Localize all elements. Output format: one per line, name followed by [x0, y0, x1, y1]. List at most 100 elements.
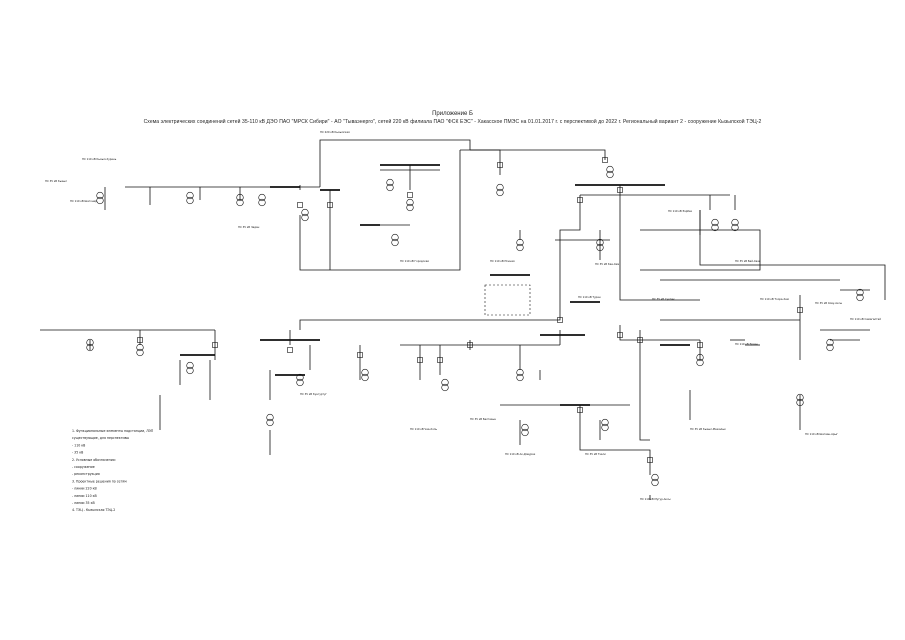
- breaker-9: [417, 357, 423, 363]
- transformer-24: [796, 393, 804, 407]
- line-4: [460, 149, 606, 160]
- line-20: [619, 325, 700, 341]
- breaker-2: [407, 192, 413, 198]
- transformer-26: [856, 288, 864, 302]
- line-3: [299, 150, 461, 271]
- substation-label-20: ПС 35 кВ Тээли: [585, 452, 606, 456]
- breaker-14: [557, 317, 563, 323]
- breaker-0: [297, 202, 303, 208]
- breaker-16: [637, 337, 643, 343]
- legend-line-8: - линии 220 кВ: [72, 487, 97, 491]
- substation-label-6: ПС 110 кВ Южная: [490, 259, 515, 263]
- line-9: [699, 210, 886, 300]
- transformer-2: [236, 193, 244, 207]
- transformer-15: [186, 361, 194, 375]
- breaker-12: [212, 342, 218, 348]
- substation-label-11: ПС 35 кВ Сукпак: [652, 297, 675, 301]
- diagram-title: Схема электрических соединений сетей 35-…: [143, 119, 762, 125]
- breaker-17: [697, 342, 703, 348]
- appendix-label: Приложение Б: [432, 111, 473, 117]
- legend-line-11: 4. ТЭЦ - Кызылская ТЭЦ-2: [72, 508, 115, 512]
- transformer-20: [516, 368, 524, 382]
- substation-label-4: ПС 220 кВ Кызылская: [320, 130, 350, 134]
- substation-label-3: ПС 35 кВ Чадан: [238, 225, 260, 229]
- transformer-22: [601, 418, 609, 432]
- transformer-7: [391, 233, 399, 247]
- substation-label-22: ПС 35 кВ Кызыл-Мажалык: [690, 427, 726, 431]
- transformer-10: [596, 238, 604, 252]
- legend-line-10: - линии 35 кВ: [72, 501, 95, 505]
- substation-label-8: ПС 110 кВ Ээрбек: [668, 209, 693, 213]
- legend-line-1: существующие, для перспективы: [72, 436, 129, 440]
- transformer-1: [186, 191, 194, 205]
- substation-label-0: ПС 110 кВ Кызыл-Хурень: [82, 157, 117, 161]
- transformer-3: [258, 193, 266, 207]
- breaker-13: [137, 337, 143, 343]
- line-2: [319, 139, 471, 187]
- line-11: [559, 195, 581, 300]
- transformer-17: [296, 373, 304, 387]
- transformer-12: [711, 218, 719, 232]
- line-7: [619, 185, 700, 301]
- breaker-10: [357, 352, 363, 358]
- transformer-28: [86, 338, 94, 352]
- breaker-20: [647, 457, 653, 463]
- breaker-18: [797, 307, 803, 313]
- transformer-5: [386, 178, 394, 192]
- breaker-4: [602, 157, 608, 163]
- substation-label-9: ПС 35 кВ Бай-Хаак: [735, 259, 761, 263]
- substation-label-13: ПС 35 кВ Хову-Аксы: [815, 301, 842, 305]
- legend-line-6: - реконструкция: [72, 472, 100, 476]
- legend-line-4: 2. Условные обозначения:: [72, 458, 116, 462]
- transformer-6: [406, 198, 414, 212]
- transformer-14: [136, 343, 144, 357]
- substation-label-21: ПС 110 кВ Мугур-Аксы: [640, 497, 671, 501]
- transformer-4: [301, 208, 309, 222]
- substation-label-1: ПС 35 кВ Кызыл: [45, 179, 67, 183]
- breaker-7: [467, 342, 473, 348]
- line-24: [579, 405, 651, 475]
- breaker-6: [617, 187, 623, 193]
- substation-enclosure: [484, 284, 531, 316]
- substation-label-19: ПС 110 кВ Ак-Довурак: [505, 452, 536, 456]
- transformer-27: [651, 473, 659, 487]
- legend-line-0: 1. Функциональные элементы подстанции, Л…: [72, 429, 154, 433]
- legend-line-5: - сооружение: [72, 465, 95, 469]
- transformer-18: [361, 368, 369, 382]
- breaker-15: [617, 332, 623, 338]
- transformer-25: [826, 338, 834, 352]
- breaker-3: [497, 162, 503, 168]
- line-12: [299, 300, 561, 330]
- substation-label-2: ПС 110 кВ Шагонар: [70, 199, 97, 203]
- legend-line-9: - линии 110 кВ: [72, 494, 97, 498]
- substation-label-23: ПС 110 кВ Шагаан-Арыг: [805, 432, 839, 436]
- legend-line-2: - 110 кВ: [72, 443, 85, 447]
- transformer-16: [266, 413, 274, 427]
- breaker-5: [577, 197, 583, 203]
- legend-line-7: 3. Проектные решения по сетям: [72, 479, 127, 483]
- transformer-13: [731, 218, 739, 232]
- transformer-8: [496, 183, 504, 197]
- transformer-9: [516, 238, 524, 252]
- substation-label-7: ПС 35 кВ Каа-Хем: [595, 262, 619, 266]
- substation-label-16: ПС 35 кВ Кунгуртуг: [300, 392, 328, 396]
- transformer-19: [441, 378, 449, 392]
- substation-label-17: ПС 110 кВ Чаа-Холь: [410, 427, 437, 431]
- breaker-1: [327, 202, 333, 208]
- substation-label-12: ПС 110 кВ Тоора-Хем: [760, 297, 789, 301]
- breaker-8: [437, 357, 443, 363]
- substation-label-10: ПС 110 кВ Туран: [578, 295, 601, 299]
- transformer-21: [521, 423, 529, 437]
- transformer-11: [606, 165, 614, 179]
- transformer-23: [696, 353, 704, 367]
- substation-label-15: ПС 110 кВ Эрзин: [735, 342, 758, 346]
- breaker-19: [577, 407, 583, 413]
- line-6: [470, 149, 501, 175]
- legend-line-3: - 35 кВ: [72, 451, 83, 455]
- substation-label-14: ПС 110 кВ Самагалтай: [850, 317, 881, 321]
- line-22: [639, 330, 650, 441]
- breaker-11: [287, 347, 293, 353]
- substation-label-18: ПС 35 кВ Балгазын: [470, 417, 496, 421]
- substation-label-5: ПС 110 кВ Городская: [400, 259, 429, 263]
